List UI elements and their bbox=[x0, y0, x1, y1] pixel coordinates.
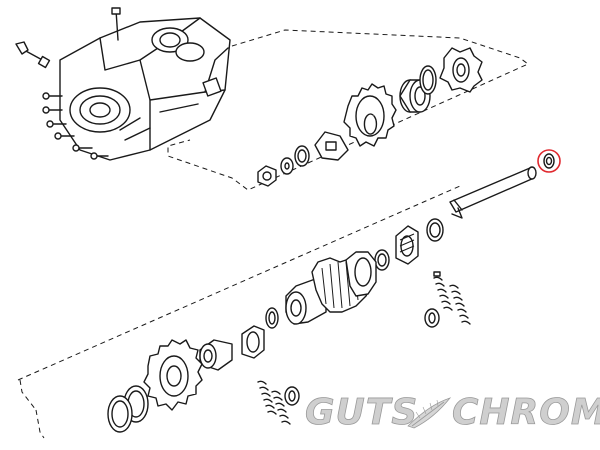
countershaft bbox=[449, 166, 537, 219]
upper-small-parts bbox=[257, 131, 349, 187]
upper-gear bbox=[343, 83, 397, 147]
springs-right bbox=[424, 271, 471, 328]
lower-rings bbox=[107, 385, 149, 433]
middle-rings bbox=[374, 218, 444, 271]
logo-word-right: CHROME bbox=[452, 392, 600, 433]
feather-icon bbox=[407, 397, 452, 429]
highlighted-washer bbox=[537, 149, 561, 173]
springs-lower bbox=[257, 380, 300, 425]
lower-gear bbox=[143, 339, 203, 411]
cluster-gear bbox=[285, 251, 377, 325]
star-nut bbox=[439, 47, 483, 93]
transmission-case bbox=[15, 7, 231, 161]
lower-middle-parts bbox=[199, 307, 279, 371]
upper-bearing bbox=[399, 65, 437, 113]
guts-chrome-logo: GUTS CHROME bbox=[305, 392, 600, 434]
leader-lines bbox=[17, 29, 529, 439]
logo-word-left: GUTS bbox=[305, 392, 418, 433]
